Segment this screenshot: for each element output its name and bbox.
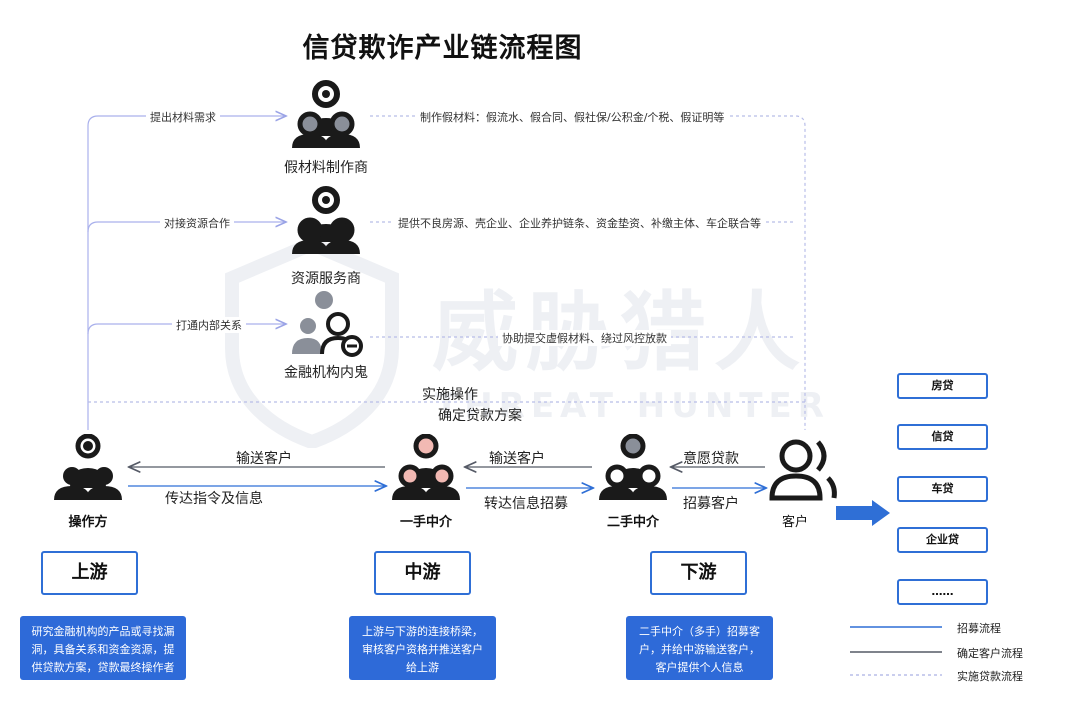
execution-label: 实施操作 xyxy=(422,387,478,403)
loan-type-business: 企业贷 xyxy=(897,527,988,553)
resource-provider-label: 资源服务商 xyxy=(291,271,361,287)
resource-provider-icon xyxy=(292,186,360,254)
loan-type-credit: 信贷 xyxy=(897,424,988,450)
second-agent-label: 二手中介 xyxy=(606,515,659,530)
customer-label: 客户 xyxy=(781,515,808,530)
legend-execute: 实施贷款流程 xyxy=(957,670,1023,683)
loan-type-more: …… xyxy=(897,579,988,605)
customer-icon xyxy=(769,439,837,501)
request-label-resources: 对接资源合作 xyxy=(160,215,234,231)
operator-icon xyxy=(54,434,122,500)
second-to-customer-label: 招募客户 xyxy=(683,496,739,512)
stage-midstream: 中游 xyxy=(374,551,471,595)
first-to-second-label: 转达信息招募 xyxy=(484,496,568,512)
page-title: 信贷欺诈产业链流程图 xyxy=(302,33,583,64)
downstream-description: 二手中介（多手）招募客户，并给中游输送客户，客户提供个人信息 xyxy=(626,616,773,680)
operator-to-first-label: 传达指令及信息 xyxy=(165,491,263,507)
legend-recruit: 招募流程 xyxy=(957,622,1001,635)
request-label-insider: 打通内部关系 xyxy=(172,317,246,333)
midstream-description: 上游与下游的连接桥梁，审核客户资格并推送客户给上游 xyxy=(349,616,496,680)
supply-label-insider: 协助提交虚假材料、绕过风控放款 xyxy=(498,330,671,346)
second-to-first-label: 输送客户 xyxy=(489,451,545,467)
supply-label-resources: 提供不良房源、壳企业、企业养护链条、资金垫资、补缴主体、车企联合等 xyxy=(394,215,765,231)
watermark-shield-icon xyxy=(225,238,399,448)
request-label-materials: 提出材料需求 xyxy=(146,109,220,125)
second-agent-icon xyxy=(599,434,667,500)
material-maker-icon xyxy=(292,80,360,148)
supply-label-materials: 制作假材料：假流水、假合同、假社保/公积金/个税、假证明等 xyxy=(416,109,729,125)
material-maker-label: 假材料制作商 xyxy=(284,160,368,176)
first-agent-icon xyxy=(392,434,460,500)
customer-to-second-label: 意愿贷款 xyxy=(683,451,739,467)
legend-lines xyxy=(850,626,942,676)
insider-label: 金融机构内鬼 xyxy=(284,365,368,381)
watermark-subtext: THREAT HUNTER xyxy=(435,386,830,426)
insider-icon xyxy=(292,291,363,357)
legend-confirm: 确定客户流程 xyxy=(957,647,1023,660)
first-to-operator-label: 输送客户 xyxy=(236,451,292,467)
operator-label: 操作方 xyxy=(68,515,108,530)
stage-upstream: 上游 xyxy=(41,551,138,595)
loan-type-mortgage: 房贷 xyxy=(897,373,988,399)
loan-plan-label: 确定贷款方案 xyxy=(438,408,522,424)
loan-type-car: 车贷 xyxy=(897,476,988,502)
first-agent-label: 一手中介 xyxy=(399,515,452,530)
upstream-description: 研究金融机构的产品或寻找漏洞，具备关系和资金资源，提供贷款方案，贷款最终操作者 xyxy=(20,616,186,680)
stage-downstream: 下游 xyxy=(650,551,747,595)
